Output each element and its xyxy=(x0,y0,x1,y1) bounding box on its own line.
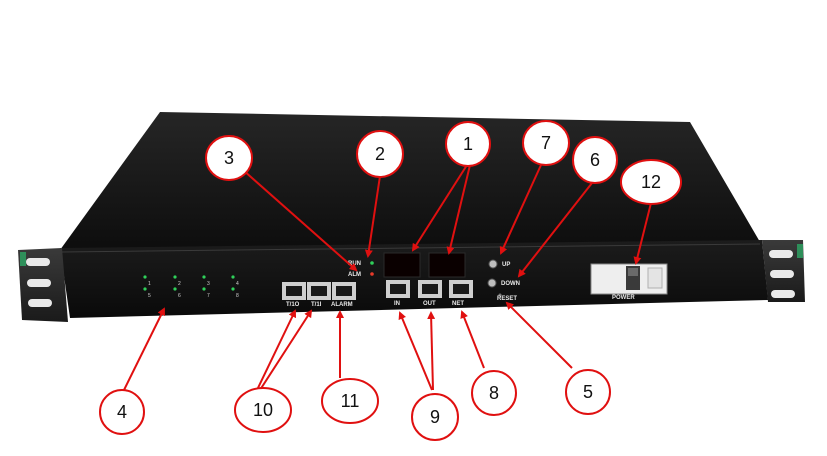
arrow-2 xyxy=(364,175,381,258)
callout-number-7: 7 xyxy=(541,133,551,153)
channel-label-2: 2 xyxy=(178,281,181,287)
callout-arrows xyxy=(123,164,652,391)
power-label: POWER xyxy=(612,295,635,301)
chassis-front xyxy=(60,240,768,318)
callout-circle-4 xyxy=(99,389,145,435)
arrow-8 xyxy=(460,310,485,369)
channel-label-3: 3 xyxy=(207,281,210,287)
display-window-left xyxy=(383,252,421,278)
reset-button[interactable] xyxy=(498,293,502,297)
arrow-3 xyxy=(242,169,358,272)
callout-number-2: 2 xyxy=(375,144,385,164)
arrow-5 xyxy=(505,301,573,369)
channel-label-6: 6 xyxy=(178,293,181,299)
callout-circle-9 xyxy=(411,393,459,441)
port-t1o[interactable] xyxy=(282,282,306,300)
button-label-reset: RESET xyxy=(497,296,517,302)
port-label-alarm: ALARM xyxy=(331,302,353,308)
callouts xyxy=(99,120,682,441)
arrow-9b xyxy=(427,311,436,391)
arrow-6 xyxy=(517,182,593,278)
arrow-12 xyxy=(633,202,652,265)
callout-circle-7 xyxy=(522,120,570,166)
callout-circle-6 xyxy=(572,136,618,184)
arrow-4 xyxy=(123,307,165,391)
alm-led xyxy=(370,272,374,276)
right-rack-ear xyxy=(762,240,805,302)
port-out[interactable] xyxy=(418,280,442,298)
arrow-1a xyxy=(411,164,468,252)
button-label-up: UP xyxy=(502,262,510,268)
port-in[interactable] xyxy=(386,280,410,298)
channel-label-8: 8 xyxy=(236,293,239,299)
callout-number-5: 5 xyxy=(583,382,593,402)
port-label-in: IN xyxy=(394,301,400,307)
callout-number-1: 1 xyxy=(463,134,473,154)
callout-number-8: 8 xyxy=(489,383,499,403)
callout-circle-5 xyxy=(565,369,611,415)
port-label-t1i: T/1I xyxy=(311,302,322,308)
channel-label-5: 5 xyxy=(148,293,151,299)
callout-number-10: 10 xyxy=(253,400,273,420)
callout-number-3: 3 xyxy=(224,148,234,168)
channel-led-group: 1 2 3 4 5 6 7 8 xyxy=(143,275,239,299)
port-alarm[interactable] xyxy=(332,282,356,300)
channel-label-4: 4 xyxy=(236,281,239,287)
arrow-1b xyxy=(446,164,471,255)
port-label-t1o: T/1O xyxy=(286,302,300,308)
callout-circle-3 xyxy=(205,135,253,181)
callout-circle-8 xyxy=(471,370,517,416)
up-button[interactable] xyxy=(488,259,498,269)
arrow-10a xyxy=(256,309,297,391)
callout-number-4: 4 xyxy=(117,402,127,422)
callout-circle-1 xyxy=(445,121,491,167)
run-led xyxy=(370,261,374,265)
led-label-alm: ALM xyxy=(348,272,361,278)
callout-circle-11 xyxy=(321,378,379,424)
left-rack-ear xyxy=(18,248,68,322)
callout-circle-2 xyxy=(356,130,404,178)
arrow-9a xyxy=(398,311,433,391)
callout-number-6: 6 xyxy=(590,150,600,170)
channel-label-7: 7 xyxy=(207,293,210,299)
button-label-down: DOWN xyxy=(501,281,520,287)
arrow-10b xyxy=(259,309,313,391)
callout-number-12: 12 xyxy=(641,172,661,192)
port-label-out: OUT xyxy=(423,301,436,307)
callout-number-9: 9 xyxy=(430,407,440,427)
down-button[interactable] xyxy=(487,278,497,288)
power-switch[interactable] xyxy=(590,263,668,295)
arrow-7 xyxy=(499,164,542,255)
callout-number-11: 11 xyxy=(341,391,360,411)
port-net[interactable] xyxy=(449,280,473,298)
port-t1i[interactable] xyxy=(307,282,331,300)
display-window-right xyxy=(428,252,466,278)
callout-circle-12 xyxy=(620,159,682,205)
channel-label-1: 1 xyxy=(148,281,151,287)
callout-circle-10 xyxy=(234,387,292,433)
port-label-net: NET xyxy=(452,301,464,307)
